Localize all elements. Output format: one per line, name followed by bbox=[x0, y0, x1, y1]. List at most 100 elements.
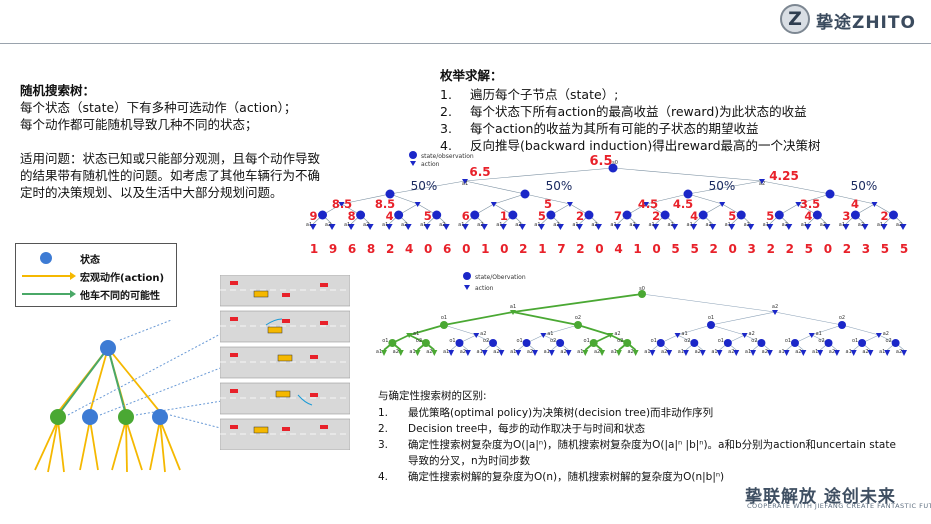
top-leaf-value: 1 bbox=[538, 242, 546, 256]
top-leaf-value: 3 bbox=[748, 242, 756, 256]
bottom-obs-label: o2 bbox=[839, 315, 845, 321]
bottom-leaf-label: a1 bbox=[846, 349, 852, 355]
bottom-obs-label: o1 bbox=[516, 338, 522, 344]
enum-step-1: 1.遍历每个子节点（state）; bbox=[440, 87, 619, 102]
top-level2-value: 5 bbox=[544, 197, 552, 211]
top-leaf-label: a2 bbox=[363, 222, 369, 228]
bottom-leaf-action bbox=[397, 350, 404, 356]
top-leaf-action bbox=[633, 224, 641, 230]
top-action-node bbox=[643, 202, 650, 207]
bottom-leaf-action bbox=[901, 350, 907, 356]
top-state-node bbox=[584, 210, 594, 220]
bottom-leaf-label: a2 bbox=[795, 349, 801, 355]
top-level3-value: 2 bbox=[880, 209, 888, 223]
bottom-leaf-action bbox=[431, 350, 438, 356]
top-root-label: s0 bbox=[612, 160, 618, 166]
top-level2-value: 4 bbox=[851, 197, 859, 211]
bottom-leaf-label: a2 bbox=[460, 349, 466, 355]
top-leaf-value: 2 bbox=[843, 242, 851, 256]
bottom-leaf-action bbox=[884, 350, 891, 356]
header-divider bbox=[0, 43, 931, 44]
top-leaf-value: 8 bbox=[367, 242, 375, 256]
bottom-leaf-label: a2 bbox=[695, 349, 701, 355]
top-leaf-value: 1 bbox=[310, 242, 318, 256]
enumeration-title: 枚举求解： bbox=[440, 68, 503, 83]
bottom-root-label: s0 bbox=[639, 286, 645, 292]
bottom-action-node bbox=[510, 310, 516, 315]
left-description: 随机搜索树： 每个状态（state）下有多种可选动作（action）； 每个动作… bbox=[20, 82, 320, 201]
top-leaf-action bbox=[861, 224, 869, 230]
top-leaf-action bbox=[880, 224, 888, 230]
top-state-node bbox=[470, 210, 480, 220]
bottom-leaf-label: a2 bbox=[896, 349, 902, 355]
bottom-action-label: a2 bbox=[480, 331, 486, 337]
bottom-leaf-action bbox=[817, 350, 824, 356]
top-level3-value: 7 bbox=[614, 209, 622, 223]
bottom-obs-label: o2 bbox=[483, 338, 489, 344]
top-leaf-action bbox=[785, 224, 793, 230]
top-leaf-value: 2 bbox=[386, 242, 394, 256]
top-level3-value: 5 bbox=[766, 209, 774, 223]
bottom-leaf-label: a1 bbox=[778, 349, 784, 355]
top-leaf-value: 6 bbox=[443, 242, 451, 256]
top-leaf-action bbox=[537, 224, 545, 230]
top-state-node bbox=[546, 210, 556, 220]
top-leaf-label: a1 bbox=[839, 222, 845, 228]
top-leaf-label: a2 bbox=[515, 222, 521, 228]
top-leaf-value: 7 bbox=[557, 242, 565, 256]
road-scenes bbox=[219, 274, 351, 451]
bottom-leaf-action bbox=[649, 350, 656, 356]
top-level3-value: 4 bbox=[690, 209, 698, 223]
bottom-leaf-label: a1 bbox=[745, 349, 751, 355]
left-line-1: 每个状态（state）下有多种可选动作（action）； bbox=[20, 100, 297, 115]
left-line-2: 每个动作都可能随机导致几种不同的状态； bbox=[20, 117, 258, 132]
bottom-leaf-action bbox=[716, 350, 723, 356]
top-state-node bbox=[683, 189, 693, 199]
top-leaf-action bbox=[385, 224, 393, 230]
top-leaf-label: a1 bbox=[763, 222, 769, 228]
top-leaf-label: a1 bbox=[725, 222, 731, 228]
bottom-state-node bbox=[522, 339, 531, 347]
top-action-node bbox=[490, 202, 497, 207]
svg-text:action: action bbox=[475, 285, 494, 292]
top-level3-value: 2 bbox=[576, 209, 584, 223]
top-leaf-action bbox=[480, 224, 488, 230]
top-leaf-label: a2 bbox=[858, 222, 864, 228]
bottom-leaf-label: a1 bbox=[376, 349, 382, 355]
top-state-node bbox=[698, 210, 708, 220]
top-leaf-value: 4 bbox=[614, 242, 622, 256]
top-leaf-label: a1 bbox=[306, 222, 312, 228]
top-state-node bbox=[508, 210, 518, 220]
top-leaf-action bbox=[804, 224, 812, 230]
top-leaf-value: 5 bbox=[671, 242, 679, 256]
top-leaf-action bbox=[328, 224, 336, 230]
enum-step-2: 2.每个状态下所有action的最高收益（reward)为此状态的收益 bbox=[440, 104, 807, 119]
bottom-tree-legend: state/Obervation action bbox=[463, 272, 526, 292]
bottom-leaf-action bbox=[582, 350, 589, 356]
top-leaf-label: a2 bbox=[744, 222, 750, 228]
top-leaf-label: a2 bbox=[553, 222, 559, 228]
bottom-leaf-action bbox=[666, 350, 673, 356]
top-state-node bbox=[660, 210, 670, 220]
bottom-action-node bbox=[741, 333, 748, 338]
bottom-state-node bbox=[790, 339, 799, 347]
bottom-obs-label: o2 bbox=[885, 338, 891, 344]
top-leaf-action bbox=[728, 224, 736, 230]
top-leaf-action bbox=[766, 224, 774, 230]
bottom-action-node bbox=[808, 333, 815, 338]
top-level3-value: 8 bbox=[348, 209, 356, 223]
bottom-leaf-action bbox=[448, 350, 455, 356]
bottom-leaf-label: a2 bbox=[627, 349, 633, 355]
bottom-state-node bbox=[556, 339, 565, 347]
top-leaf-value: 6 bbox=[348, 242, 356, 256]
bottom-state-node bbox=[858, 339, 867, 347]
bottom-state-node bbox=[440, 321, 448, 329]
bottom-obs-label: o2 bbox=[751, 338, 757, 344]
top-level1-value: 4.25 bbox=[769, 169, 799, 183]
top-root-value: 6.5 bbox=[589, 154, 612, 169]
bottom-action-node bbox=[540, 333, 547, 338]
bottom-leaf-action bbox=[850, 350, 857, 356]
top-leaf-label: a2 bbox=[629, 222, 635, 228]
bottom-obs-label: o2 bbox=[617, 338, 623, 344]
